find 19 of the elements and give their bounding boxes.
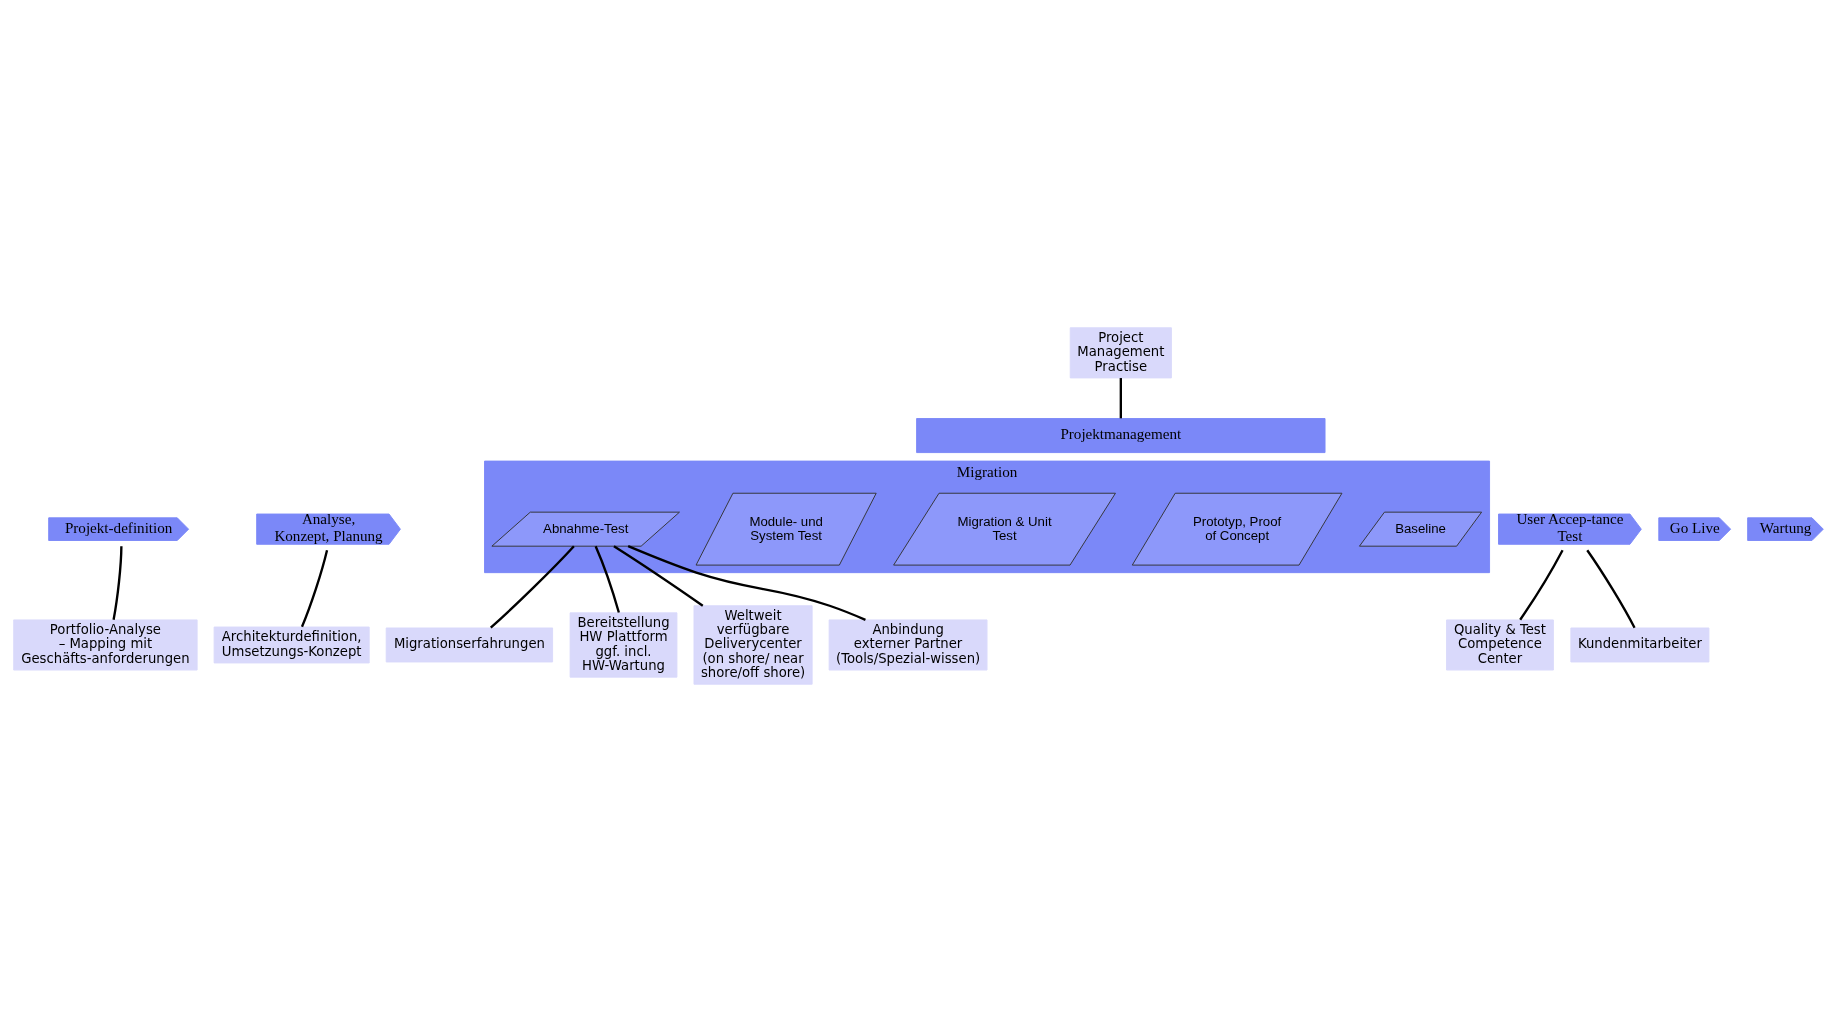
- connector: [489, 545, 575, 629]
- node-box: Weltweit verfügbare Deliverycenter (on shore/ near shore/off shore): [693, 605, 813, 685]
- node-box: Quality & Test Competence Center: [1446, 619, 1554, 671]
- node-box: Architekturdefinition, Umsetzungs-Konzept: [213, 626, 370, 664]
- connector: [613, 545, 704, 607]
- node-box: Projektmanagement: [916, 418, 1326, 454]
- connector: [627, 545, 866, 621]
- node-box: Project Management Practise: [1069, 327, 1172, 379]
- node-box: Migrationserfahrungen: [385, 627, 554, 663]
- node-box: Portfolio-Analyse – Mapping mit Geschäfts-anforderungen: [13, 619, 198, 671]
- node-box: Bereitstellung HW Plattform ggf. incl. HW-Wartung: [569, 612, 678, 678]
- node-box: Kundenmitarbeiter: [1570, 627, 1710, 663]
- connector: [1586, 549, 1636, 629]
- connector: [594, 545, 620, 613]
- connector: [1519, 549, 1564, 621]
- node-box: Anbindung externer Partner (Tools/Spezial-wissen): [828, 619, 988, 671]
- connector: [300, 549, 329, 628]
- connector: [1119, 378, 1122, 419]
- connector: [112, 546, 123, 620]
